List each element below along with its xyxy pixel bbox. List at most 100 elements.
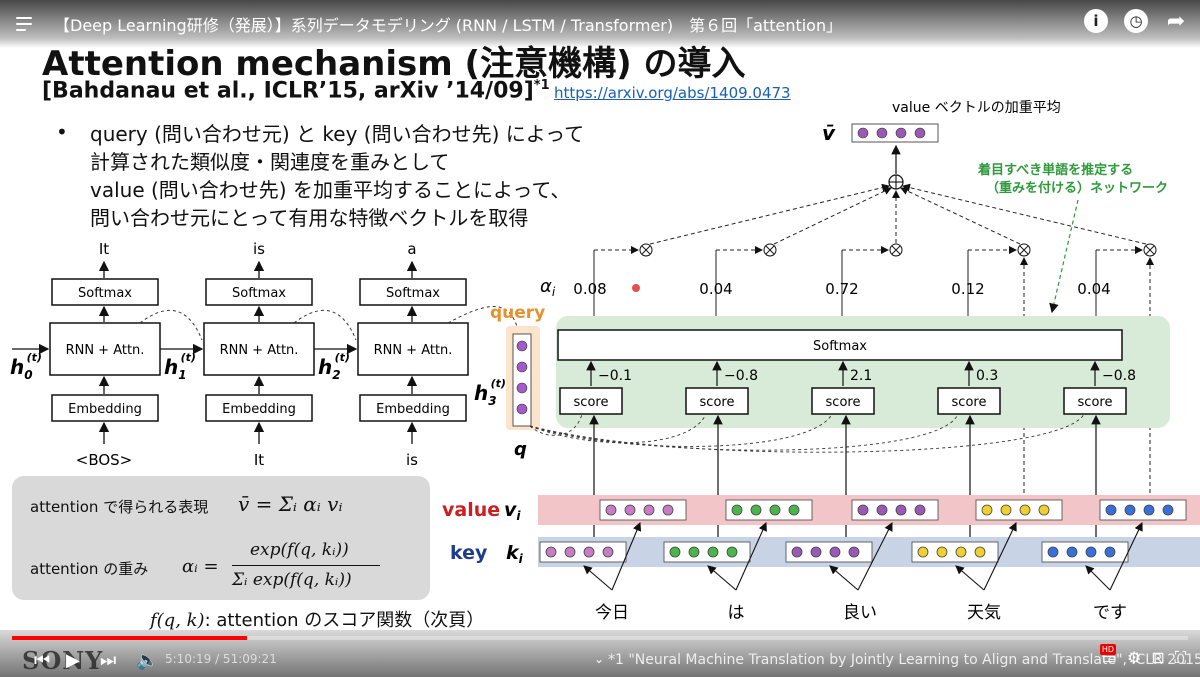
fullscreen-icon[interactable]: ⛶ [1174, 648, 1186, 667]
weight-denominator: Σᵢ exp(f(q, kᵢ)) [232, 570, 352, 590]
video-title[interactable]: 【Deep Learning研修（発展）】系列データモデリング (RNN / L… [54, 16, 843, 35]
embedding-label-1: Embedding [68, 402, 142, 417]
source-word-2: は [728, 603, 745, 623]
rnn-cell-label-1: RNN + Attn. [66, 343, 145, 358]
attention-network: value ベクトルの加重平均 v̄ 着目すべき単語を推定する （重みを付ける）… [442, 100, 1200, 623]
score-value-4: 0.3 [976, 368, 998, 384]
progress-fill [12, 636, 248, 640]
key-vectors [539, 541, 1129, 563]
k-i-label: ki [506, 542, 524, 566]
repr-formula: v̄ = Σᵢ αᵢ vᵢ [238, 492, 343, 516]
sony-logo: SONY [22, 646, 104, 675]
h0-label: h0(t) [10, 351, 42, 382]
score-function-math: f(q, k) [150, 610, 205, 631]
score-label-5: score [1078, 395, 1113, 410]
h2-label: h2(t) [318, 351, 350, 382]
score-label-1: score [574, 395, 609, 410]
score-function-text: : attention のスコア関数（次頁） [204, 610, 485, 631]
arxiv-link[interactable]: https://arxiv.org/abs/1409.0473 [554, 84, 791, 102]
query-label: query [490, 303, 545, 323]
embedding-box-1 [51, 394, 159, 422]
softmax-box [557, 329, 1123, 361]
player-top-actions: i ◷ ➦ [1084, 8, 1188, 34]
reference-text: [Bahdanau et al., ICLR’15, arXiv ’14/09] [42, 78, 534, 104]
query-vector [512, 333, 532, 427]
score-label-3: score [826, 395, 861, 410]
score-box-2 [685, 387, 749, 415]
embedding-label-3: Embedding [376, 402, 450, 417]
pointer-dot [632, 284, 640, 292]
previous-icon[interactable]: ⏮ [34, 650, 51, 671]
player-right-controls: ▭ ⚙ ⊡ ⛶ [1102, 648, 1186, 668]
embedding-box-2 [205, 394, 313, 422]
alpha-value-5: 0.04 [1077, 280, 1110, 298]
embedding-box-3 [359, 394, 467, 422]
menu-icon[interactable] [14, 13, 36, 35]
rnn-input-word-1: <BOS> [76, 451, 133, 469]
alpha-label: αi [540, 276, 556, 299]
rnn-output-word-3: a [407, 240, 416, 258]
fraction-bar [232, 565, 380, 566]
chevron-down-icon[interactable]: ⌄ [594, 652, 605, 666]
value-average-title: value ベクトルの加重平均 [892, 100, 1061, 116]
info-icon[interactable]: i [1084, 9, 1108, 33]
embedding-label-2: Embedding [222, 402, 296, 417]
bullet-line-3: value (問い合わせ先) を加重平均することによって、 [90, 178, 571, 202]
alpha-eq: αᵢ = [182, 556, 219, 577]
score-value-3: 2.1 [850, 368, 872, 384]
softmax-box-3 [359, 278, 467, 306]
softmax-box-1 [51, 278, 159, 306]
rnn-cell-3 [357, 322, 469, 376]
softmax-label-3: Softmax [386, 286, 440, 301]
rnn-cell-2 [203, 322, 315, 376]
vbar-label: v̄ [822, 121, 836, 145]
score-box-5 [1063, 387, 1127, 415]
score-box-1 [559, 387, 623, 415]
source-word-3: 良い [843, 603, 877, 623]
volume-icon[interactable]: 🔈 [136, 650, 159, 671]
settings-icon[interactable]: ⚙ [1127, 648, 1142, 667]
score-function-note: f(q, k): attention のスコア関数（次頁） [150, 606, 484, 632]
rnn-input-word-2: It [254, 451, 264, 469]
rnn-output-word-2: is [253, 240, 265, 258]
cast-icon[interactable]: ⊡ [1151, 648, 1165, 667]
score-value-2: −0.8 [724, 368, 758, 384]
rnn-decoder: It Softmax RNN + Attn. Embedding <BOS> i… [10, 240, 519, 469]
softmax-label: Softmax [813, 339, 867, 354]
play-icon[interactable]: ▶ [66, 650, 80, 671]
subtitles-icon[interactable]: ▭ [1101, 648, 1118, 667]
time-display: 5:10:19 / 51:09:21 [165, 652, 277, 666]
h3-label: h3(t) [474, 377, 506, 408]
score-label-2: score [700, 395, 735, 410]
bullet-line-4: 問い合わせ元にとって有用な特徴ベクトルを取得 [90, 206, 529, 230]
h1-label: h1(t) [164, 351, 196, 382]
softmax-label-2: Softmax [232, 286, 286, 301]
score-value-1: −0.1 [598, 368, 632, 384]
hd-badge: HD [1099, 644, 1116, 655]
player-bottom-bar: SONY ⏮ ▶ ⏭ 🔈 5:10:19 / 51:09:21 ⌄ *1 "Ne… [0, 630, 1200, 677]
next-icon[interactable]: ⏭ [100, 650, 117, 671]
weight-label: attention の重み [30, 560, 149, 578]
watch-later-icon[interactable]: ◷ [1124, 9, 1148, 33]
value-label: value [442, 499, 500, 521]
value-vectors [599, 499, 1187, 521]
network-note-line-2: （重みを付ける）ネットワーク [986, 180, 1168, 196]
reference-footnote-mark: *1 [533, 78, 550, 93]
alpha-value-3: 0.72 [825, 280, 858, 298]
score-box-4 [937, 387, 1001, 415]
softmax-box-2 [205, 278, 313, 306]
rnn-cell-label-2: RNN + Attn. [220, 343, 299, 358]
score-label-4: score [952, 395, 987, 410]
bullet-line-2: 計算された類似度・関連度を重みとして [90, 150, 450, 174]
player-top-bar: 【Deep Learning研修（発展）】系列データモデリング (RNN / L… [0, 0, 1200, 48]
source-word-5: です [1093, 603, 1127, 623]
score-box-3 [811, 387, 875, 415]
network-note-line-1: 着目すべき単語を推定する [977, 162, 1133, 178]
share-icon[interactable]: ➦ [1166, 8, 1186, 34]
v-i-label: vi [504, 499, 521, 523]
alpha-value-2: 0.04 [699, 280, 732, 298]
progress-bar[interactable] [12, 636, 1188, 640]
source-word-4: 天気 [967, 603, 1001, 623]
q-label: q [514, 439, 527, 460]
